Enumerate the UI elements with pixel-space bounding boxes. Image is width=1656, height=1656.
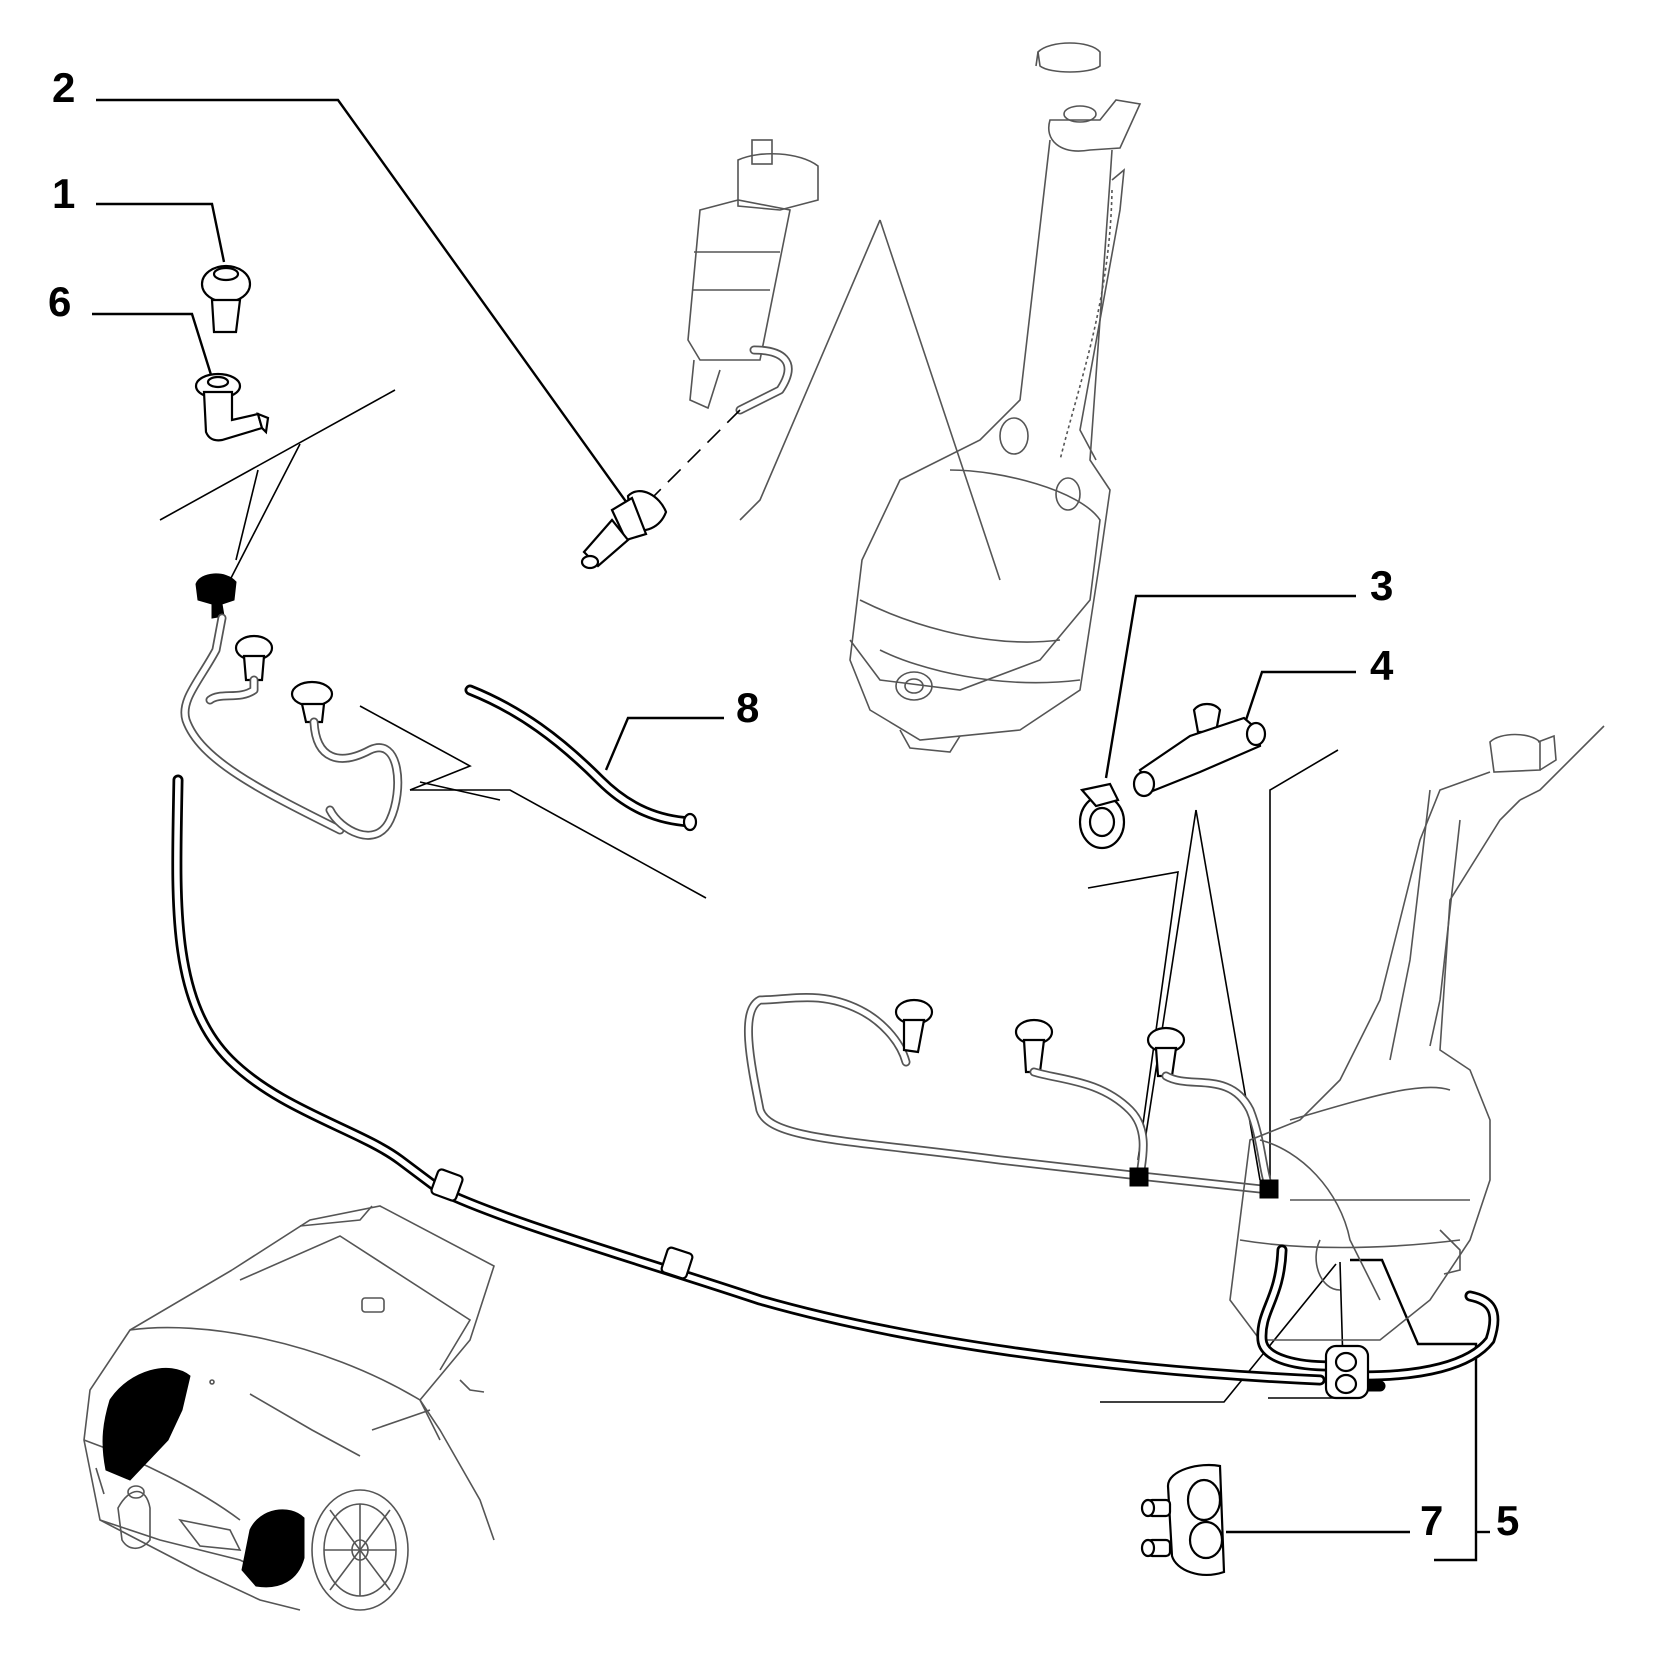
nozzle-part-1	[200, 264, 252, 334]
leader-lines	[92, 98, 1490, 1562]
right-reservoir-ghost	[1229, 725, 1605, 1341]
left-washer-hoses	[159, 389, 707, 899]
elbow-nozzle-part-6	[194, 372, 270, 442]
vehicle-locator-illustration	[83, 1205, 495, 1611]
callout-3: 3	[1370, 562, 1393, 609]
tee-connector-part-7	[1140, 1463, 1226, 1576]
callout-6: 6	[48, 278, 71, 325]
pump-grommet-part-2	[580, 409, 741, 570]
hose-part-8	[464, 684, 698, 832]
callout-7: 7	[1420, 1497, 1443, 1544]
callout-8: 8	[736, 684, 759, 731]
tee-hoses	[1256, 1244, 1500, 1400]
callout-4: 4	[1370, 642, 1394, 689]
main-feed-hose	[171, 774, 1326, 1386]
t-connector-part-4	[1132, 702, 1267, 798]
right-washer-hoses	[743, 749, 1339, 1199]
washer-pump-ghost	[687, 139, 881, 521]
callout-1: 1	[52, 170, 75, 217]
hose-clamp-part-3	[1078, 782, 1126, 850]
callout-2: 2	[52, 64, 75, 111]
callout-5: 5	[1496, 1497, 1519, 1544]
washer-reservoir-ghost	[849, 42, 1142, 753]
